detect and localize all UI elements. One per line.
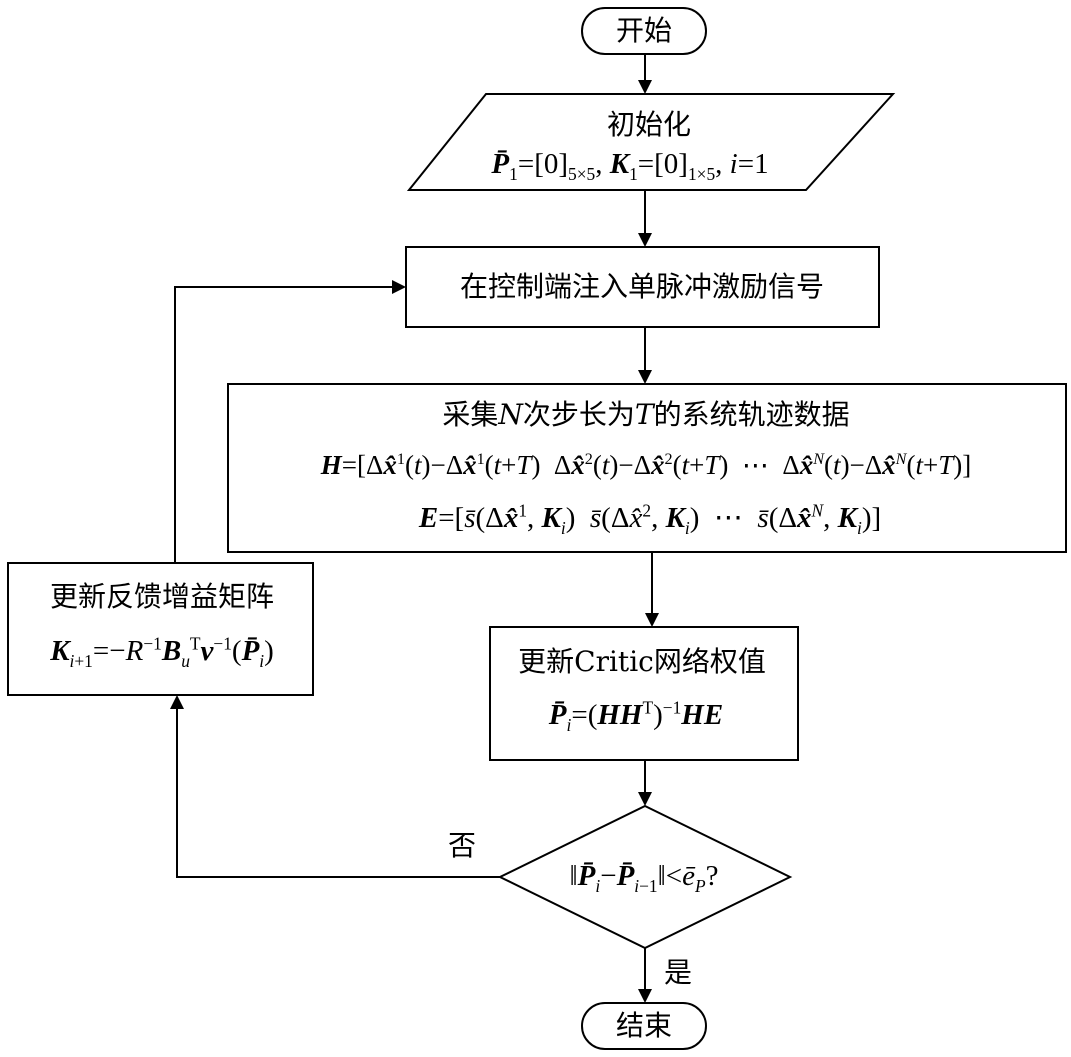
init-parallelogram-shape [406,93,896,191]
init-title: 初始化 [606,108,692,141]
inject-box-shape [405,246,880,328]
collect-title: 采集N次步长为T的系统轨迹数据 [442,398,850,431]
collect-h-formula: H=[Δx̂1(t)−Δx̂1(t+T) Δx̂2(t)−Δx̂2(t+T) ⋯… [320,450,972,480]
end-label: 结束 [615,1009,673,1042]
update-critic-title: 更新Critic网络权值 [518,645,766,678]
init-formula: P̄1=[0]5×5, K1=[0]1×5, i=1 [491,148,769,184]
collect-box-shape [227,383,1067,553]
end-terminal-shape [581,1002,707,1050]
arrow-decision-no-to-gain [170,695,500,878]
yes-edge-label: 是 [663,956,693,989]
update-gain-formula: Ki+1=−R−1BuTν−1(P̄i) [50,633,274,671]
inject-label: 在控制端注入单脉冲激励信号 [459,270,825,303]
decision-label: ‖P̄i−P̄i−1‖<ēP? [569,860,719,896]
arrow-gain-to-inject [174,280,406,563]
start-label: 开始 [615,14,673,47]
update-gain-box-shape [7,562,314,696]
collect-e-formula: E=[s̄(Δx̂1, Ki) s̄(Δx̂2, Ki) ⋯ s̄(Δx̂N, … [418,500,882,538]
update-critic-formula: P̄i=(HHT)−1HE [548,697,724,735]
update-gain-title: 更新反馈增益矩阵 [49,580,275,613]
no-edge-label: 否 [447,829,477,862]
